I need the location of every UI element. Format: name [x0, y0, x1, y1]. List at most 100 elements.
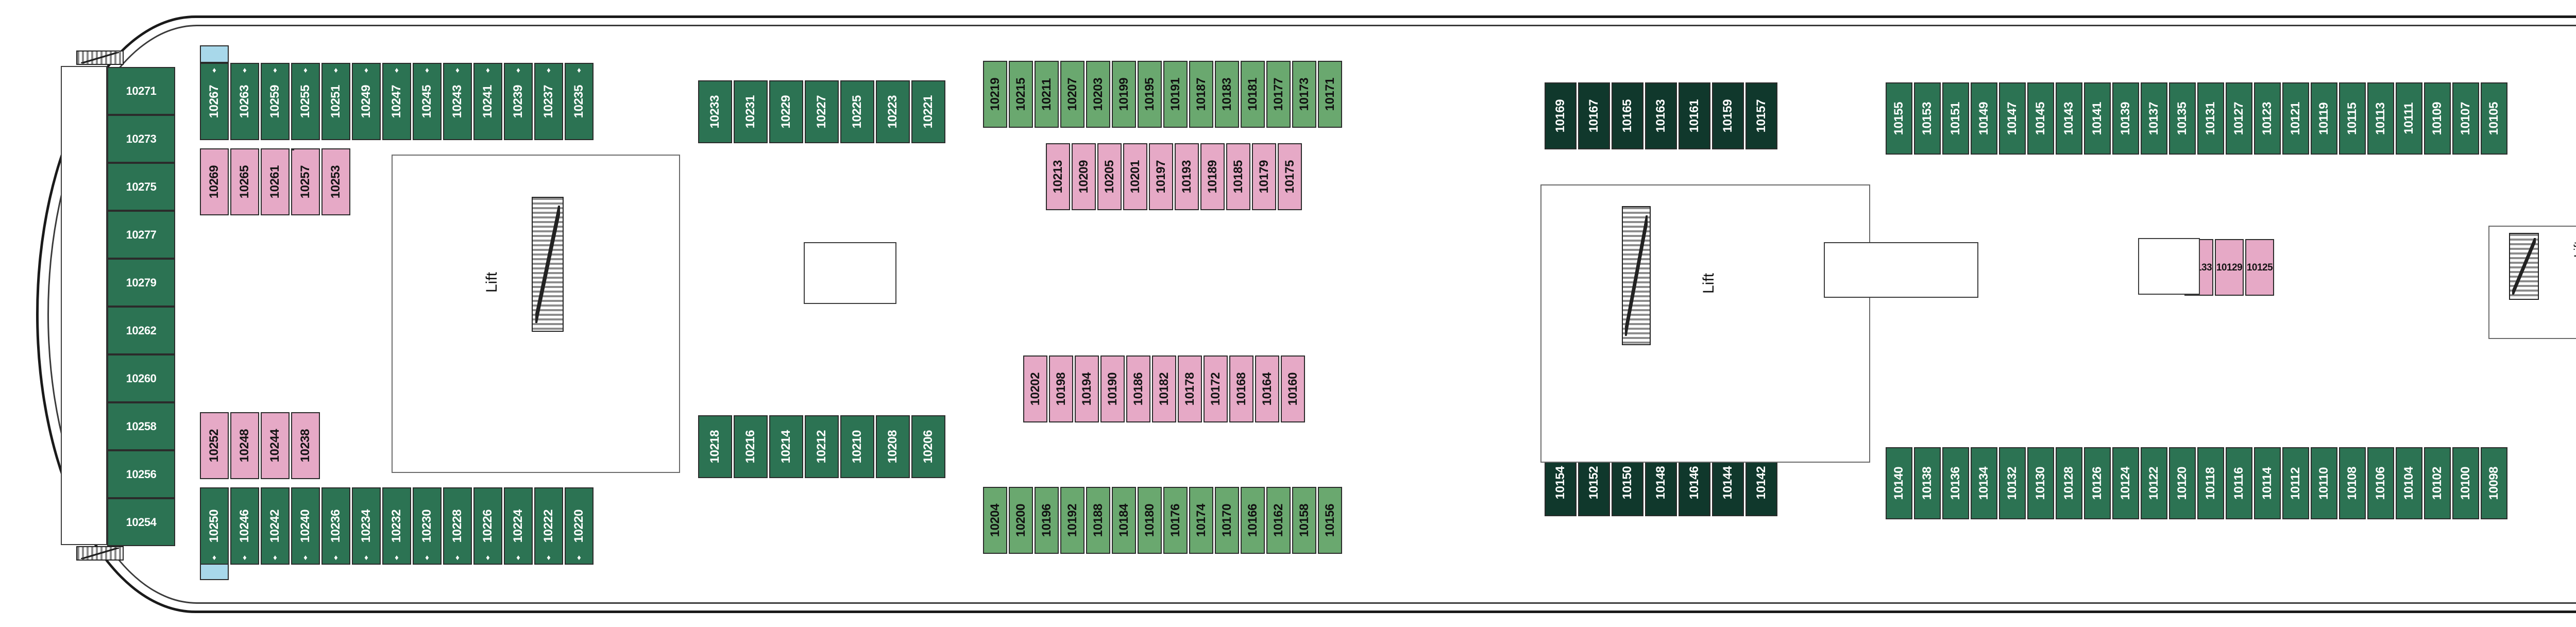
cabin-10121[interactable]: 10121 [2282, 82, 2309, 155]
cabin-10269[interactable]: 10269 [200, 148, 229, 215]
cabin-10139[interactable]: 10139 [2112, 82, 2139, 155]
cabin-10160[interactable]: 10160 [1281, 355, 1305, 422]
cabin-10109[interactable]: 10109 [2424, 82, 2451, 155]
cabin-10181[interactable]: 10181 [1241, 61, 1265, 128]
cabin-10194[interactable]: 10194 [1075, 355, 1099, 422]
cabin-10214[interactable]: 10214 [769, 415, 803, 478]
cabin-10168[interactable]: 10168 [1229, 355, 1253, 422]
cabin-10115[interactable]: 10115 [2339, 82, 2366, 155]
cabin-10198[interactable]: 10198 [1049, 355, 1073, 422]
cabin-10236[interactable]: 10236♦ [321, 487, 350, 565]
cabin-10124[interactable]: 10124 [2112, 447, 2139, 519]
cabin-10140[interactable]: 10140 [1886, 447, 1912, 519]
cabin-10213[interactable]: 10213 [1046, 143, 1070, 210]
cabin-10218[interactable]: 10218 [698, 415, 732, 478]
cabin-10106[interactable]: 10106 [2367, 447, 2394, 519]
cabin-10273[interactable]: 10273 [107, 115, 175, 163]
cabin-10195[interactable]: 10195 [1138, 61, 1162, 128]
cabin-10126[interactable]: 10126 [2084, 447, 2111, 519]
cabin-10212[interactable]: 10212 [805, 415, 839, 478]
cabin-10208[interactable]: 10208 [876, 415, 910, 478]
cabin-10153[interactable]: 10153 [1914, 82, 1941, 155]
cabin-10257[interactable]: 10257 [291, 148, 320, 215]
cabin-10179[interactable]: 10179 [1252, 143, 1276, 210]
cabin-10277[interactable]: 10277 [107, 211, 175, 259]
cabin-10188[interactable]: 10188 [1086, 487, 1110, 554]
cabin-10229[interactable]: 10229 [769, 80, 803, 143]
cabin-10230[interactable]: 10230♦ [413, 487, 442, 565]
cabin-10279[interactable]: 10279 [107, 259, 175, 307]
cabin-10120[interactable]: 10120 [2169, 447, 2196, 519]
cabin-10136[interactable]: 10136 [1942, 447, 1969, 519]
cabin-10172[interactable]: 10172 [1204, 355, 1228, 422]
cabin-10116[interactable]: 10116 [2226, 447, 2252, 519]
cabin-10200[interactable]: 10200 [1009, 487, 1033, 554]
cabin-10247[interactable]: 10247♦ [382, 63, 411, 140]
cabin-10267[interactable]: 10267♦ [200, 63, 229, 140]
cabin-10219[interactable]: 10219 [983, 61, 1007, 128]
cabin-10166[interactable]: 10166 [1241, 487, 1265, 554]
cabin-10167[interactable]: 10167 [1578, 82, 1610, 149]
cabin-10174[interactable]: 10174 [1189, 487, 1213, 554]
cabin-10151[interactable]: 10151 [1942, 82, 1969, 155]
cabin-10252[interactable]: 10252 [200, 412, 229, 479]
cabin-10141[interactable]: 10141 [2084, 82, 2111, 155]
cabin-10100[interactable]: 10100 [2452, 447, 2479, 519]
cabin-10138[interactable]: 10138 [1914, 447, 1941, 519]
cabin-10215[interactable]: 10215 [1009, 61, 1033, 128]
cabin-10239[interactable]: 10239♦ [504, 63, 533, 140]
cabin-10155[interactable]: 10155 [1886, 82, 1912, 155]
cabin-10098[interactable]: 10098 [2481, 447, 2507, 519]
cabin-10235[interactable]: 10235♦ [565, 63, 594, 140]
cabin-10224[interactable]: 10224♦ [504, 487, 533, 565]
cabin-10245[interactable]: 10245♦ [413, 63, 442, 140]
cabin-10256[interactable]: 10256 [107, 450, 175, 498]
cabin-10156[interactable]: 10156 [1318, 487, 1342, 554]
cabin-10227[interactable]: 10227 [805, 80, 839, 143]
cabin-10251[interactable]: 10251♦ [321, 63, 350, 140]
cabin-10137[interactable]: 10137 [2141, 82, 2167, 155]
cabin-10128[interactable]: 10128 [2056, 447, 2082, 519]
cabin-10175[interactable]: 10175 [1278, 143, 1302, 210]
cabin-10261[interactable]: 10261 [261, 148, 290, 215]
cabin-10176[interactable]: 10176 [1163, 487, 1188, 554]
cabin-10187[interactable]: 10187 [1189, 61, 1213, 128]
cabin-10102[interactable]: 10102 [2424, 447, 2451, 519]
cabin-10209[interactable]: 10209 [1072, 143, 1096, 210]
cabin-10191[interactable]: 10191 [1163, 61, 1188, 128]
cabin-10271[interactable]: 10271 [107, 67, 175, 115]
cabin-10122[interactable]: 10122 [2141, 447, 2167, 519]
cabin-10202[interactable]: 10202 [1023, 355, 1047, 422]
cabin-10143[interactable]: 10143 [2056, 82, 2082, 155]
cabin-10193[interactable]: 10193 [1175, 143, 1199, 210]
cabin-10207[interactable]: 10207 [1060, 61, 1084, 128]
cabin-10186[interactable]: 10186 [1126, 355, 1150, 422]
cabin-10248[interactable]: 10248 [230, 412, 259, 479]
cabin-10258[interactable]: 10258 [107, 402, 175, 450]
cabin-10170[interactable]: 10170 [1215, 487, 1239, 554]
cabin-10204[interactable]: 10204 [983, 487, 1007, 554]
cabin-10260[interactable]: 10260 [107, 354, 175, 402]
cabin-10246[interactable]: 10246♦ [230, 487, 259, 565]
cabin-10210[interactable]: 10210 [840, 415, 874, 478]
cabin-10225[interactable]: 10225 [840, 80, 874, 143]
cabin-10114[interactable]: 10114 [2254, 447, 2281, 519]
cabin-10255[interactable]: 10255♦ [291, 63, 320, 140]
cabin-10244[interactable]: 10244 [261, 412, 290, 479]
cabin-10118[interactable]: 10118 [2197, 447, 2224, 519]
cabin-10243[interactable]: 10243♦ [443, 63, 472, 140]
cabin-10262[interactable]: 10262 [107, 307, 175, 354]
cabin-10203[interactable]: 10203 [1086, 61, 1110, 128]
cabin-10111[interactable]: 10111 [2396, 82, 2422, 155]
cabin-10149[interactable]: 10149 [1971, 82, 1997, 155]
cabin-10192[interactable]: 10192 [1060, 487, 1084, 554]
cabin-10180[interactable]: 10180 [1138, 487, 1162, 554]
cabin-10197[interactable]: 10197 [1149, 143, 1173, 210]
cabin-10147[interactable]: 10147 [1999, 82, 2026, 155]
cabin-10178[interactable]: 10178 [1178, 355, 1202, 422]
cabin-10238[interactable]: 10238 [291, 412, 320, 479]
cabin-10123[interactable]: 10123 [2254, 82, 2281, 155]
cabin-10183[interactable]: 10183 [1215, 61, 1239, 128]
cabin-10211[interactable]: 10211 [1035, 61, 1059, 128]
cabin-10189[interactable]: 10189 [1200, 143, 1225, 210]
